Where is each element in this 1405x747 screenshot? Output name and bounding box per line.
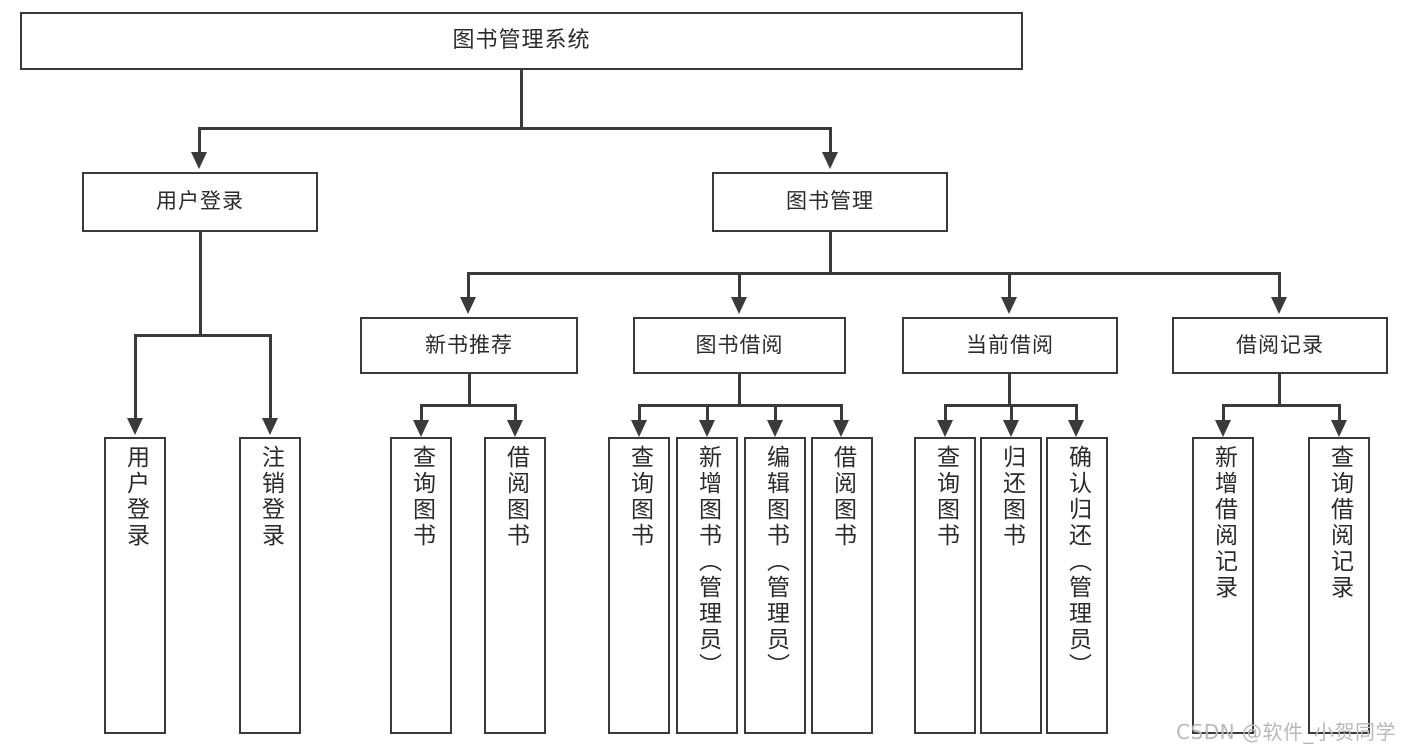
arrowhead-root-to-book-manage (822, 152, 838, 169)
node-label: 新书推荐 (425, 332, 513, 357)
leaf-current-confirm-return-admin[interactable]: 确认归还（管理员） (1046, 437, 1108, 734)
connector-root-to-book-manage (829, 127, 832, 157)
node-label: 新增借阅记录 (1210, 445, 1237, 601)
leaf-borrow-add-book-admin[interactable]: 新增图书（管理员） (676, 437, 738, 734)
node-label: 借阅图书 (502, 445, 529, 549)
arrowhead-current-borrow-leaf-1 (937, 420, 953, 437)
node-label: 归还图书 (998, 445, 1025, 549)
arrowhead-book-borrow-leaf-4 (833, 420, 849, 437)
arrowhead-borrow-record-leaf-2 (1331, 420, 1347, 437)
node-label: 借阅记录 (1236, 332, 1324, 357)
node-label: 查询图书 (408, 445, 435, 549)
node-label: 当前借阅 (966, 332, 1054, 357)
connector-book-borrow-drop-2 (706, 404, 709, 422)
connector-current-borrow-stem (1008, 374, 1011, 406)
arrowhead-current-borrow-leaf-2 (1003, 420, 1019, 437)
arrowhead-root-to-user-login (191, 152, 207, 169)
connector-current-borrow-drop-2 (1010, 404, 1013, 422)
leaf-borrow-borrow-book[interactable]: 借阅图书 (811, 437, 873, 734)
arrowhead-user-login-leaf-2 (262, 418, 278, 435)
arrowhead-current-borrow-leaf-3 (1068, 420, 1084, 437)
node-label: 查询图书 (626, 445, 653, 549)
node-root-system[interactable]: 图书管理系统 (20, 12, 1023, 70)
leaf-recommend-query-book[interactable]: 查询图书 (390, 437, 452, 734)
arrowhead-borrow-record-leaf-1 (1215, 420, 1231, 437)
node-label: 图书借阅 (695, 332, 784, 357)
node-label: 注销登录 (257, 445, 284, 549)
connector-book-manage-drop-2 (738, 272, 741, 300)
arrowhead-book-manage-child-4 (1271, 297, 1287, 314)
node-current-borrow[interactable]: 当前借阅 (902, 317, 1118, 374)
connector-book-borrow-stem (738, 374, 741, 406)
arrowhead-book-manage-child-1 (460, 297, 476, 314)
node-label: 用户登录 (156, 189, 244, 214)
node-label: 新增图书（管理员） (694, 445, 721, 679)
connector-new-book-bar (420, 404, 517, 407)
connector-user-login-stem (199, 232, 202, 336)
connector-new-book-drop-2 (514, 404, 517, 422)
connector-root-stem (520, 70, 523, 128)
connector-book-borrow-drop-1 (638, 404, 641, 422)
connector-current-borrow-drop-1 (944, 404, 947, 422)
connector-book-borrow-drop-3 (774, 404, 777, 422)
connector-root-bar (198, 127, 832, 130)
connector-borrow-record-drop-2 (1338, 404, 1341, 422)
connector-user-login-drop-1 (134, 334, 137, 420)
arrowhead-book-manage-child-3 (1001, 297, 1017, 314)
leaf-record-add-borrow-record[interactable]: 新增借阅记录 (1192, 437, 1254, 734)
arrowhead-book-borrow-leaf-1 (631, 420, 647, 437)
node-user-login[interactable]: 用户登录 (82, 172, 318, 232)
connector-borrow-record-stem (1278, 374, 1281, 406)
leaf-current-query-book[interactable]: 查询图书 (914, 437, 976, 734)
connector-book-manage-drop-3 (1008, 272, 1011, 300)
connector-current-borrow-drop-3 (1075, 404, 1078, 422)
connector-user-login-bar (134, 334, 271, 337)
connector-book-manage-bar (467, 272, 1280, 275)
connector-user-login-drop-2 (269, 334, 272, 420)
connector-root-to-user-login (198, 127, 201, 157)
arrowhead-new-book-leaf-2 (507, 420, 523, 437)
node-label: 查询图书 (932, 445, 959, 549)
connector-book-manage-drop-4 (1278, 272, 1281, 300)
leaf-borrow-edit-book-admin[interactable]: 编辑图书（管理员） (744, 437, 806, 734)
node-new-book-recommend[interactable]: 新书推荐 (360, 317, 578, 374)
arrowhead-book-borrow-leaf-2 (699, 420, 715, 437)
leaf-logout[interactable]: 注销登录 (239, 437, 301, 734)
arrowhead-book-manage-child-2 (731, 297, 747, 314)
node-label: 图书管理系统 (452, 27, 591, 53)
arrowhead-new-book-leaf-1 (413, 420, 429, 437)
arrowhead-user-login-leaf-1 (127, 418, 143, 435)
node-label: 用户登录 (122, 445, 149, 549)
connector-borrow-record-drop-1 (1222, 404, 1225, 422)
connector-book-manage-drop-1 (467, 272, 470, 300)
node-book-management[interactable]: 图书管理 (712, 172, 948, 232)
node-label: 确认归还（管理员） (1064, 445, 1091, 679)
connector-borrow-record-bar (1222, 404, 1341, 407)
node-label: 查询借阅记录 (1326, 445, 1353, 601)
arrowhead-book-borrow-leaf-3 (767, 420, 783, 437)
connector-book-borrow-bar (638, 404, 843, 407)
connector-book-borrow-drop-4 (840, 404, 843, 422)
node-borrow-record[interactable]: 借阅记录 (1172, 317, 1388, 374)
node-book-borrow[interactable]: 图书借阅 (633, 317, 846, 374)
connector-new-book-stem (468, 374, 471, 406)
connector-new-book-drop-1 (420, 404, 423, 422)
node-label: 编辑图书（管理员） (762, 445, 789, 679)
node-label: 图书管理 (786, 189, 874, 214)
leaf-current-return-book[interactable]: 归还图书 (980, 437, 1042, 734)
leaf-user-login[interactable]: 用户登录 (104, 437, 166, 734)
leaf-record-query-borrow-record[interactable]: 查询借阅记录 (1308, 437, 1370, 734)
leaf-recommend-borrow-book[interactable]: 借阅图书 (484, 437, 546, 734)
connector-book-manage-stem (829, 232, 832, 275)
csdn-watermark: CSDN @软件_小贺同学 (1176, 720, 1396, 744)
leaf-borrow-query-book[interactable]: 查询图书 (608, 437, 670, 734)
node-label: 借阅图书 (829, 445, 856, 549)
